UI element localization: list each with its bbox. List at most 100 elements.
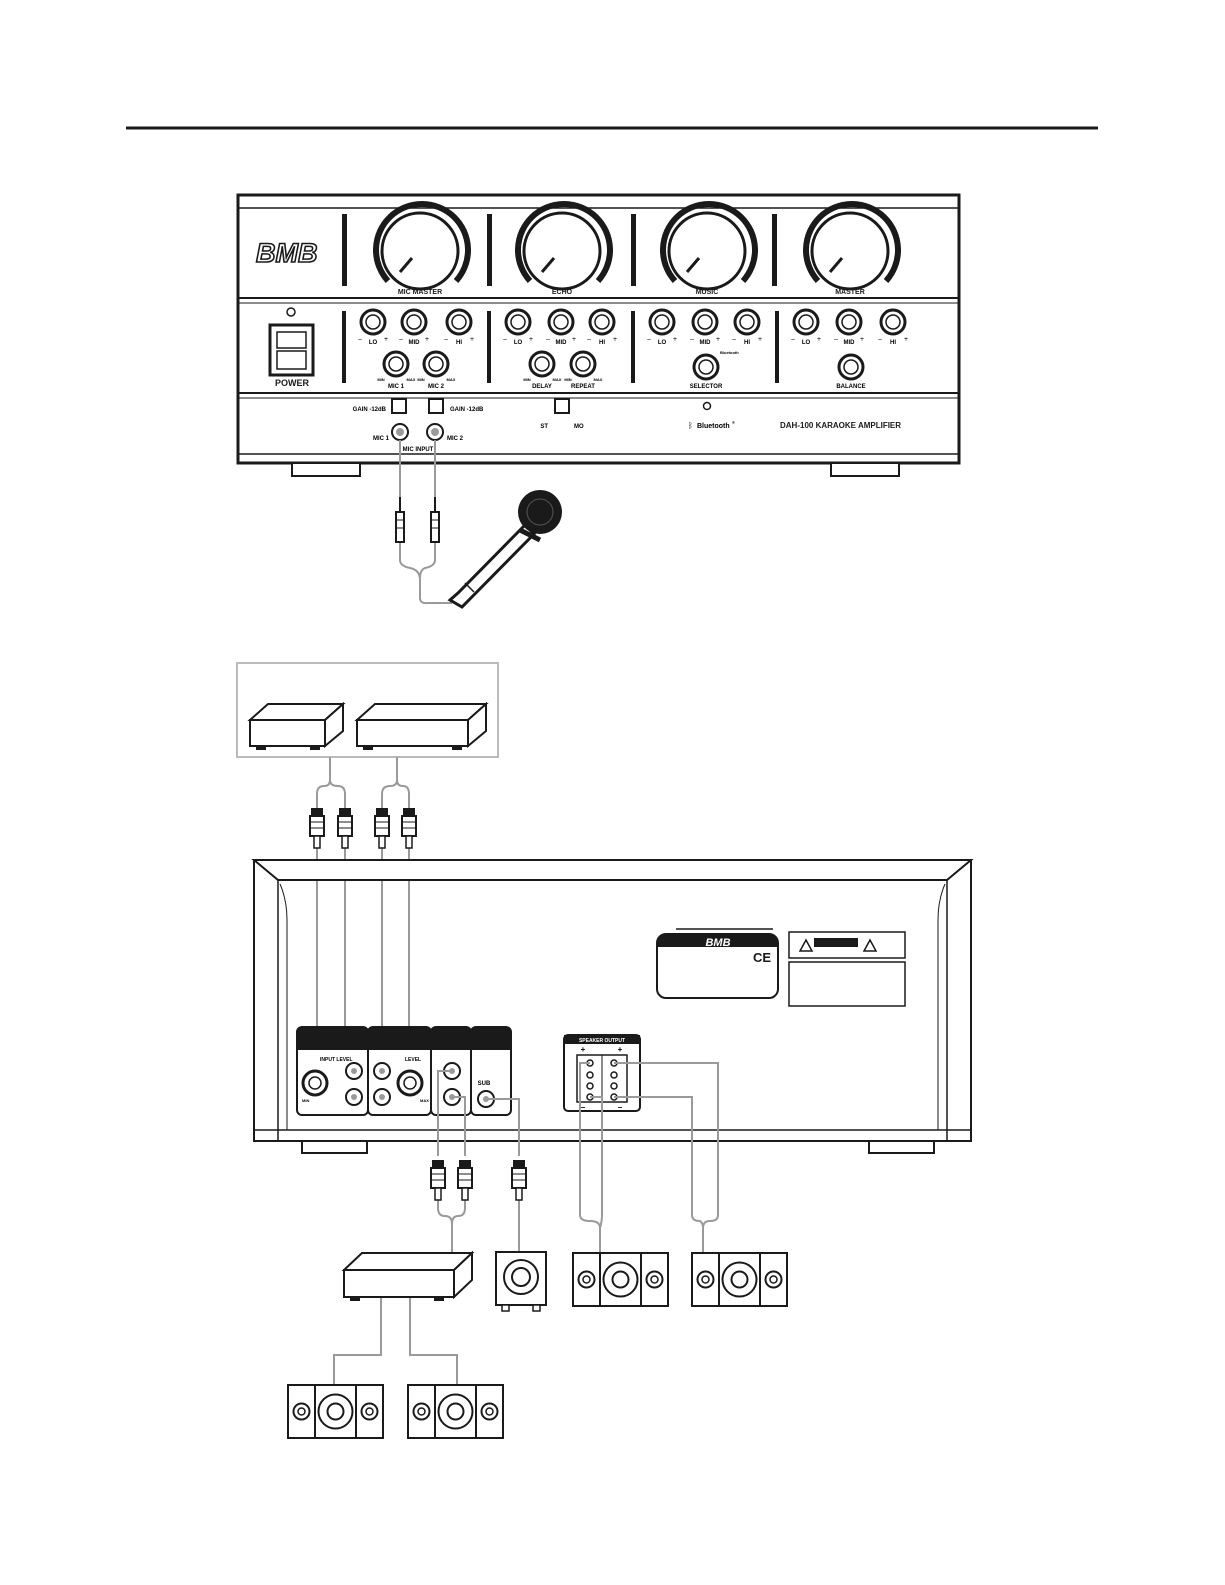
label-mo: MO bbox=[574, 424, 584, 430]
level-label: LEVEL bbox=[405, 1057, 421, 1063]
eq-knob-hi[interactable] bbox=[733, 308, 761, 336]
output-module bbox=[430, 1026, 472, 1116]
rca-plug bbox=[430, 1160, 446, 1201]
rca-plug bbox=[309, 808, 325, 849]
eq-plus: + bbox=[612, 336, 617, 343]
knob-repeat[interactable] bbox=[569, 350, 597, 378]
eq-plus: + bbox=[571, 336, 576, 343]
eq-label-hi: HI bbox=[456, 340, 462, 346]
eq-minus: − bbox=[646, 336, 651, 343]
eq-knob-lo[interactable] bbox=[359, 308, 387, 336]
rca-plugs-bottom bbox=[430, 1160, 527, 1201]
eq-knob-mid[interactable] bbox=[691, 308, 719, 336]
mic2-jack[interactable] bbox=[426, 423, 444, 441]
eq-plus: + bbox=[383, 336, 388, 343]
warning-text-box bbox=[788, 961, 906, 1007]
rca-plug bbox=[401, 808, 417, 849]
speaker-output-label: SPEAKER OUTPUT bbox=[579, 1038, 625, 1044]
eq-minus: − bbox=[790, 336, 795, 343]
eq-label-hi: HI bbox=[599, 340, 605, 346]
mic-plug-left bbox=[395, 497, 405, 543]
speaker bbox=[287, 1384, 384, 1439]
source-devices-box bbox=[236, 662, 499, 758]
gain-switch-mic2[interactable] bbox=[428, 398, 444, 414]
model-name: DAH-100 KARAOKE AMPLIFIER bbox=[780, 421, 901, 430]
microphone bbox=[447, 490, 562, 609]
eq-plus: + bbox=[859, 336, 864, 343]
eq-label-lo: LO bbox=[802, 340, 811, 346]
front-foot-right bbox=[830, 462, 900, 477]
eq-knob-mid[interactable] bbox=[400, 308, 428, 336]
output-cables bbox=[333, 1062, 719, 1385]
sub-module: SUB bbox=[470, 1026, 512, 1116]
mic1-jack[interactable] bbox=[391, 423, 409, 441]
bluetooth-label: Bluetooth bbox=[697, 423, 730, 430]
label-balance: BALANCE bbox=[836, 384, 865, 390]
knob-master[interactable] bbox=[803, 201, 901, 291]
eq-minus: − bbox=[398, 336, 403, 343]
eq-knob-lo[interactable] bbox=[648, 308, 676, 336]
knob-mic1[interactable] bbox=[382, 350, 410, 378]
knob-mic-master[interactable] bbox=[373, 201, 471, 291]
front-panel: BMB MIC MASTER ECHO MUSIC bbox=[236, 193, 961, 477]
knob-label-master: MASTER bbox=[835, 289, 865, 296]
bluetooth-led bbox=[702, 401, 712, 411]
eq-knob-lo[interactable] bbox=[792, 308, 820, 336]
eq-knob-lo[interactable] bbox=[504, 308, 532, 336]
eq-knob-hi[interactable] bbox=[879, 308, 907, 336]
rca-plug bbox=[511, 1160, 527, 1201]
eq-plus: + bbox=[757, 336, 762, 343]
source-device-1 bbox=[247, 701, 346, 750]
eq-plus: + bbox=[903, 336, 908, 343]
eq-label-lo: LO bbox=[514, 340, 523, 346]
source-device-2 bbox=[354, 701, 489, 750]
input-module-1: INPUT LEVEL MIN bbox=[296, 1026, 369, 1116]
eq-label-lo: LO bbox=[658, 340, 667, 346]
label-max: MAX bbox=[447, 377, 456, 382]
eq-label-mid: MID bbox=[700, 340, 712, 346]
warning-icon bbox=[862, 938, 878, 952]
label-gain-mic1: GAIN -12dB bbox=[353, 407, 387, 413]
eq-knob-hi[interactable] bbox=[588, 308, 616, 336]
label-max: MAX bbox=[420, 1098, 429, 1103]
knob-selector[interactable] bbox=[692, 353, 720, 381]
label-st: ST bbox=[540, 424, 548, 430]
sub-label: SUB bbox=[478, 1081, 491, 1087]
rear-panel: BMB CE INPUT LEVEL MIN bbox=[251, 859, 974, 1154]
ce-mark: CE bbox=[753, 950, 771, 965]
label-min: MIN bbox=[377, 377, 384, 382]
warning-icon bbox=[798, 938, 814, 952]
eq-knob-hi[interactable] bbox=[445, 308, 473, 336]
terminal-minus: − bbox=[618, 1103, 623, 1112]
label-repeat: REPEAT bbox=[571, 384, 595, 390]
label-selector: SELECTOR bbox=[690, 384, 723, 390]
stereo-mono-switch[interactable] bbox=[554, 398, 570, 414]
knob-mic2[interactable] bbox=[422, 350, 450, 378]
rear-brand-logo: BMB bbox=[705, 937, 730, 949]
mic-plug-right bbox=[430, 497, 440, 543]
rear-foot-left bbox=[301, 1140, 368, 1154]
speaker bbox=[691, 1252, 788, 1307]
speaker bbox=[572, 1252, 669, 1307]
label-max: MAX bbox=[407, 377, 416, 382]
gain-switch-mic1[interactable] bbox=[391, 398, 407, 414]
knob-music[interactable] bbox=[660, 201, 758, 291]
knob-label-music: MUSIC bbox=[696, 289, 719, 296]
rca-plugs-top bbox=[309, 808, 417, 849]
label-mic-input: MIC INPUT bbox=[403, 447, 434, 453]
knob-delay[interactable] bbox=[528, 350, 556, 378]
eq-plus: + bbox=[672, 336, 677, 343]
label-mic1-knob: MIC 1 bbox=[388, 384, 405, 390]
knob-echo[interactable] bbox=[515, 201, 613, 291]
eq-knob-mid[interactable] bbox=[547, 308, 575, 336]
label-mic1-jack: MIC 1 bbox=[373, 436, 390, 442]
eq-knob-mid[interactable] bbox=[835, 308, 863, 336]
knob-label-echo: ECHO bbox=[552, 289, 573, 296]
eq-minus: − bbox=[877, 336, 882, 343]
label-selector-bluetooth: Bluetooth bbox=[720, 350, 739, 355]
eq-minus: − bbox=[586, 336, 591, 343]
label-gain-mic2: GAIN -12dB bbox=[450, 407, 484, 413]
knob-balance[interactable] bbox=[837, 353, 865, 381]
label-max: MAX bbox=[594, 377, 603, 382]
